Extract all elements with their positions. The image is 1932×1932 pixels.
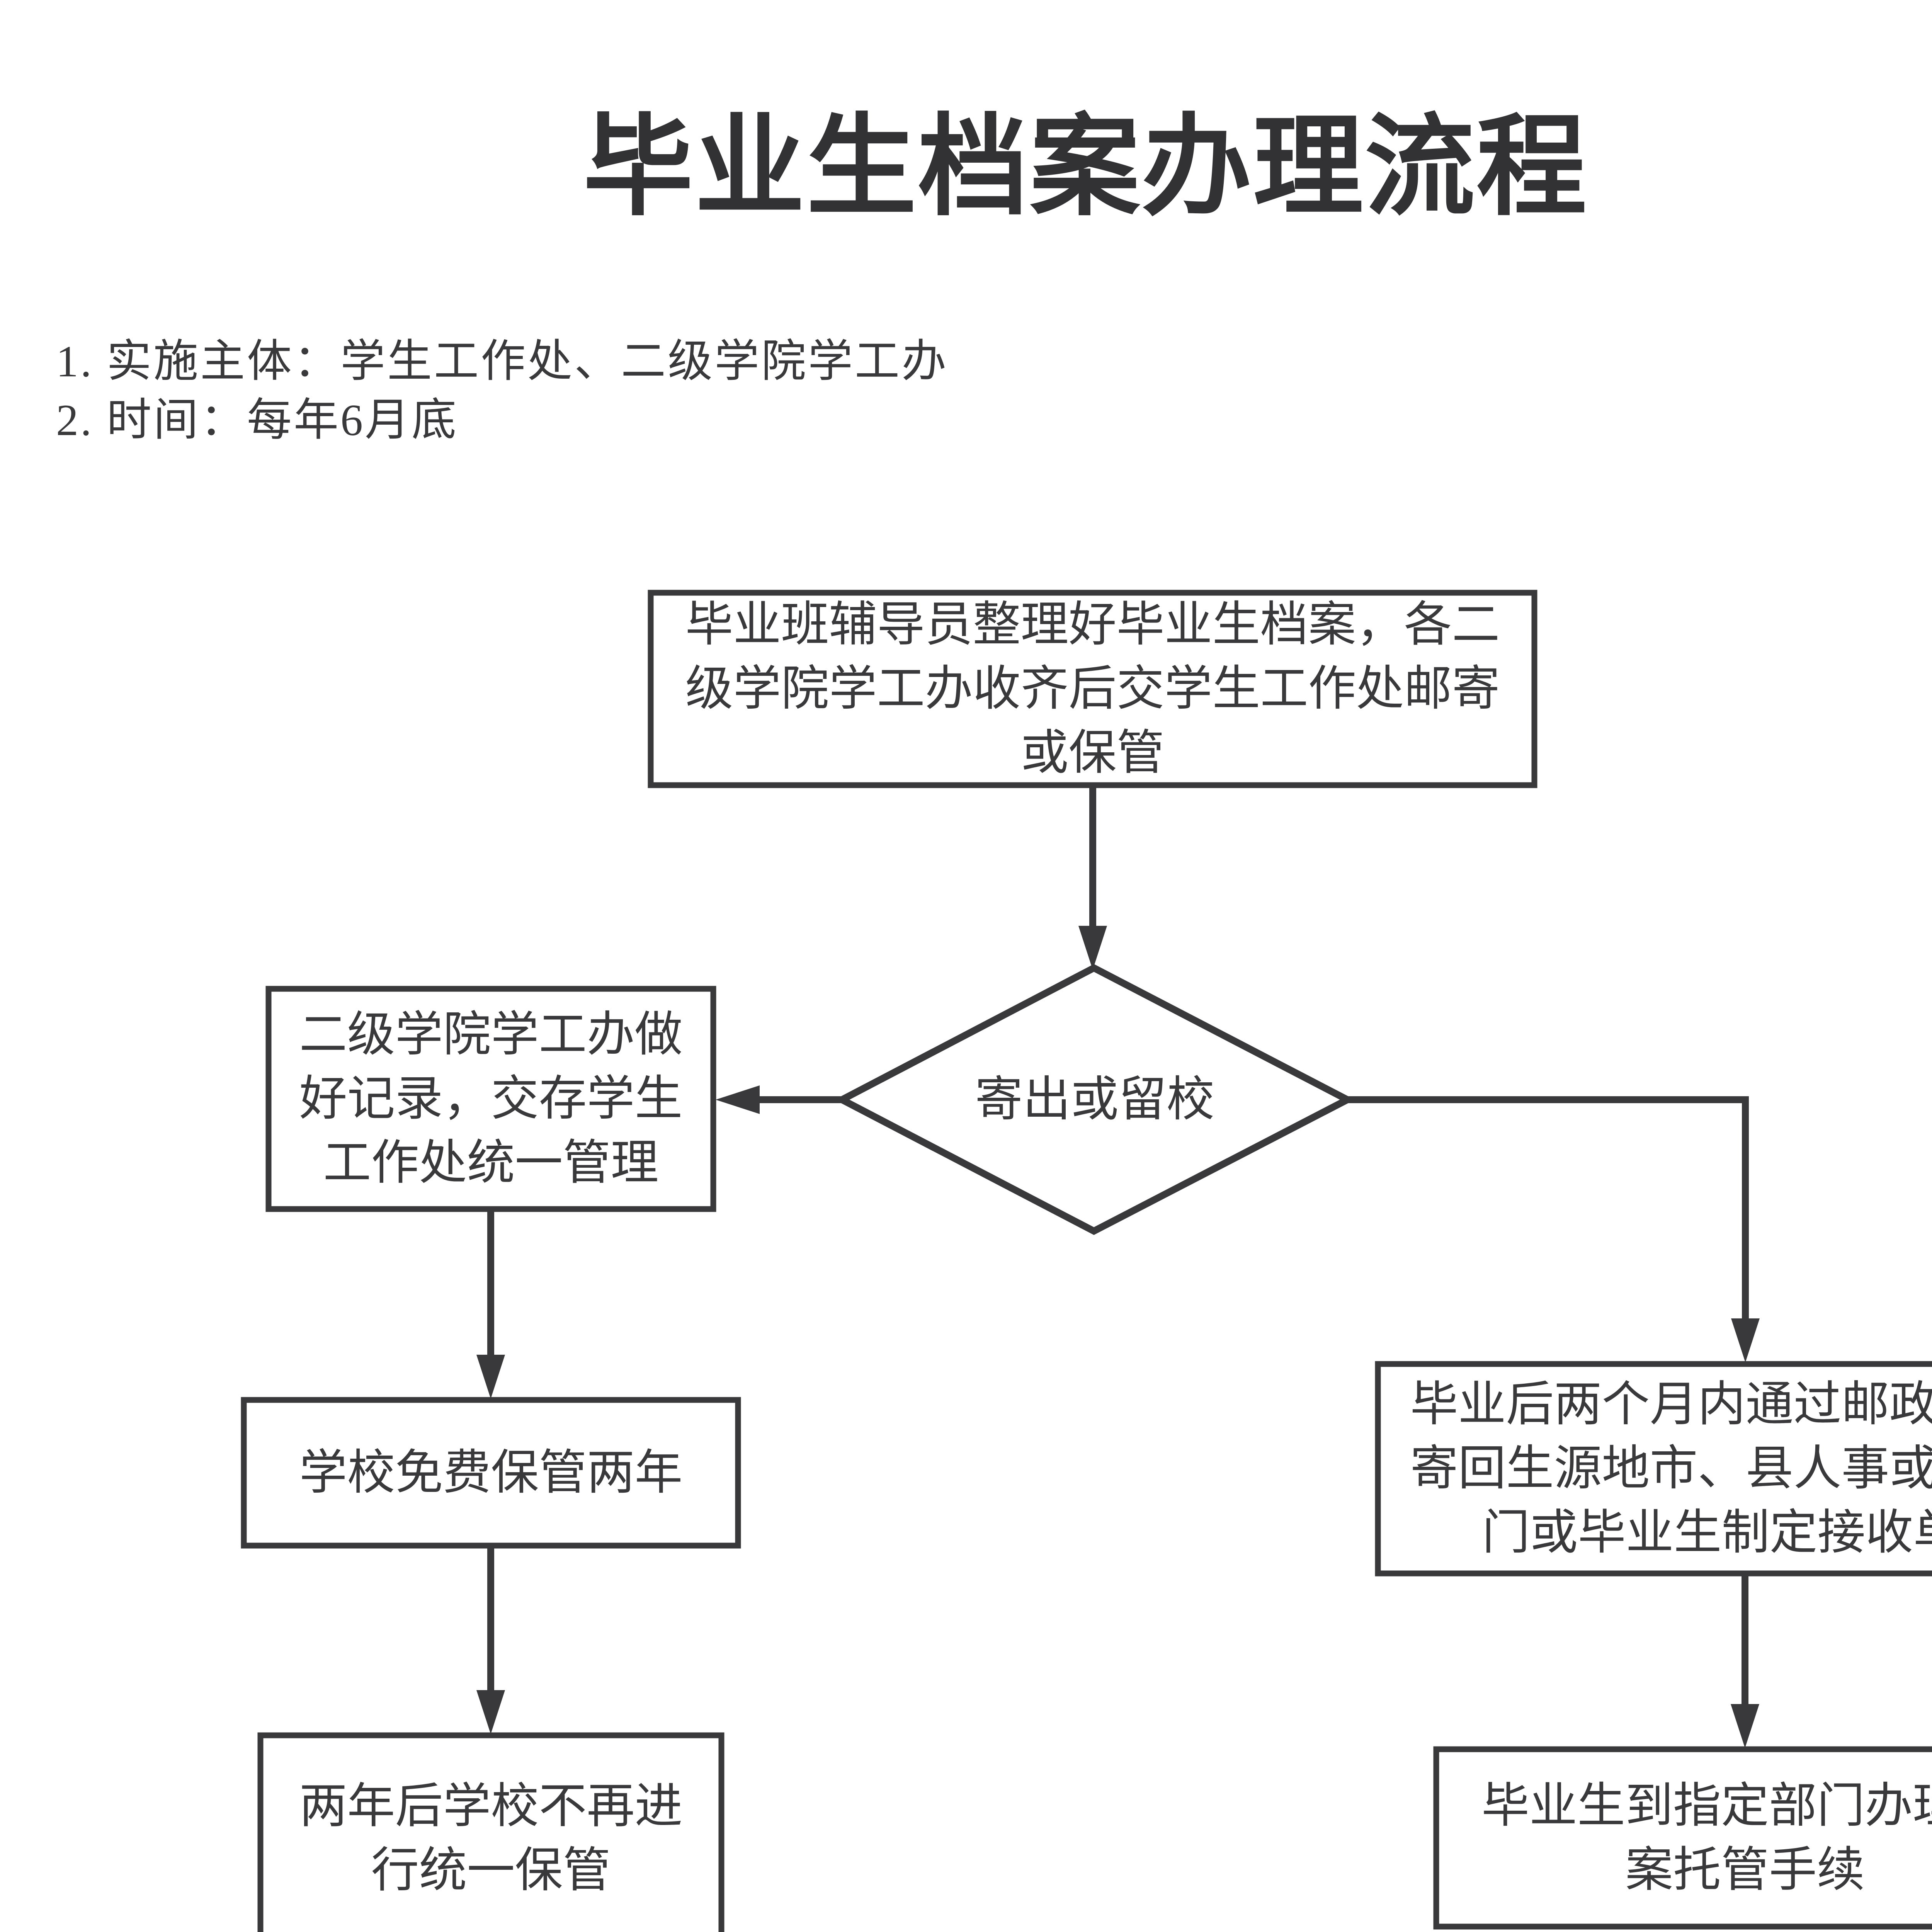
node-label-free-storage: 学校免费保管两年 — [299, 1446, 683, 1499]
arrowhead-free-storage-to-no-storage — [476, 1690, 505, 1734]
arrowhead-start-to-decision — [1078, 926, 1107, 970]
notes-block: 1. 实施主体：学生工作处、二级学院学工办 2. 时间：每年6月底 — [56, 332, 948, 450]
node-label-start: 毕业班辅导员整理好毕业生档案，各二 级学院学工办收齐后交学生工作处邮寄 或保管 — [685, 598, 1500, 779]
free-storage-node-box — [241, 1397, 741, 1549]
mail-back-node-box — [1375, 1361, 1932, 1577]
node-label-custody: 毕业生到指定部门办理档 案托管手续 — [1481, 1779, 1932, 1896]
custody-node-box — [1433, 1746, 1932, 1930]
arrowhead-decision-to-mail-back — [1731, 1318, 1760, 1362]
arrowhead-decision-to-keep-record — [716, 1085, 760, 1114]
page-title: 毕业生档案办理流程 — [583, 107, 1588, 229]
note-line-1: 1. 实施主体：学生工作处、二级学院学工办 — [56, 337, 948, 386]
arrowhead-keep-record-to-free-storage — [476, 1355, 505, 1399]
no-storage-node-box — [257, 1732, 724, 1932]
node-label-no-storage: 两年后学校不再进 行统一保管 — [299, 1780, 683, 1897]
edge-decision-to-mail-back — [1347, 1096, 1749, 1321]
decision-diamond — [834, 964, 1355, 1235]
node-label-keep-record: 二级学院学工办做 好记录，交存学生 工作处统一管理 — [299, 1008, 683, 1189]
node-label-decision: 寄出或留校 — [975, 1073, 1214, 1126]
keep-record-node-box — [265, 986, 716, 1212]
note-line-2: 2. 时间：每年6月底 — [56, 396, 458, 445]
start-node-box — [648, 590, 1537, 788]
arrowhead-mail-back-to-custody — [1731, 1704, 1759, 1748]
node-label-mail-back: 毕业后两个月内通过邮政部门邮 寄回生源地市、县人事或社保部 门或毕业生制定接收单… — [1410, 1378, 1932, 1559]
